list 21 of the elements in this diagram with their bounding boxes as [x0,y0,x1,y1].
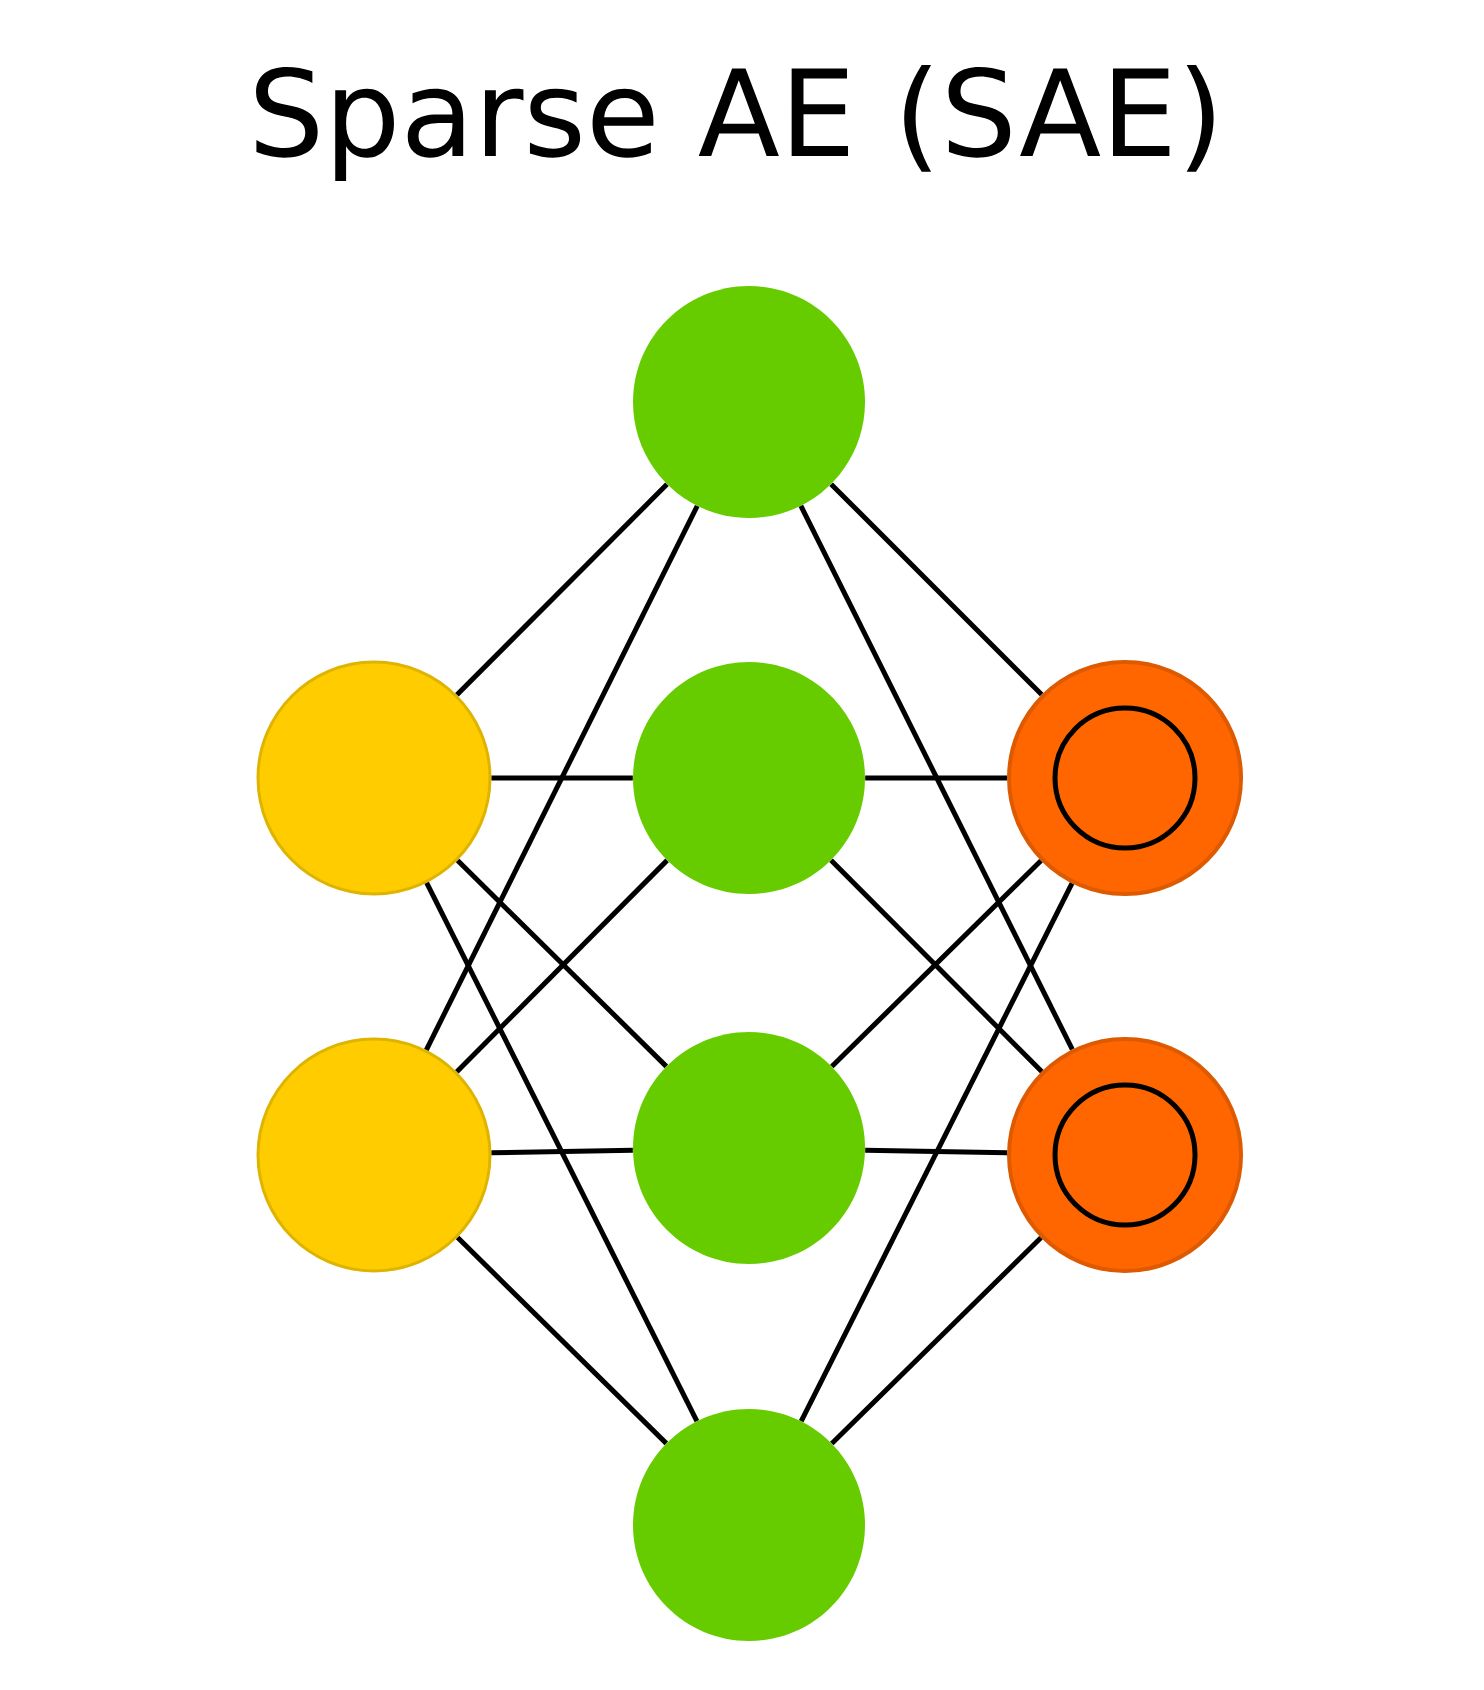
connection-line [424,504,700,1051]
connection-line [455,482,669,697]
connection-line [830,1235,1043,1446]
connection-line [865,1147,1008,1156]
connection-line [799,882,1075,1423]
input-neuron [256,660,492,896]
connection-line [829,482,1044,697]
connection-line [455,1235,669,1446]
connection-line [491,1147,633,1156]
output-neuron [1007,1037,1243,1273]
hidden-neuron [633,662,865,894]
connection-line [798,504,1075,1051]
hidden-neuron [633,1409,865,1641]
connection-line [424,881,700,1423]
connection-line [865,775,1007,781]
title: Sparse AE (SAE) [256,64,1214,181]
hidden-neuron [633,1032,865,1264]
output-neuron [1007,660,1243,896]
input-neuron [256,1037,492,1273]
connection-line [491,775,633,781]
hidden-neuron [633,286,865,518]
